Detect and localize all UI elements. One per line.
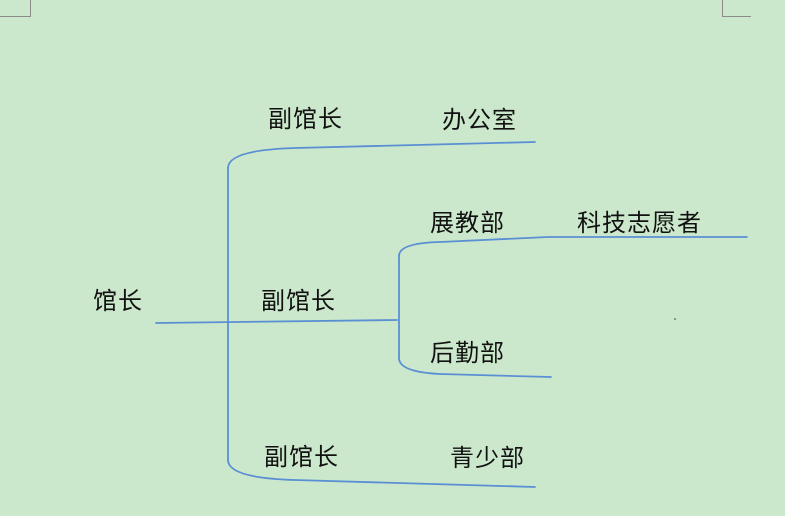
connector-to-logistics [398, 357, 552, 378]
node-youth-dept: 青少部 [450, 444, 525, 472]
node-tech-volunteers: 科技志愿者 [577, 209, 702, 237]
stray-dot [674, 318, 676, 320]
page-corner-mark-top-left [0, 0, 31, 17]
node-deputy-director-2: 副馆长 [261, 287, 336, 315]
node-office: 办公室 [442, 106, 517, 134]
node-deputy-director-1: 副馆长 [268, 105, 343, 133]
connector-deputy-1-to-office [227, 141, 536, 169]
node-logistics-dept: 后勤部 [430, 339, 505, 367]
node-exhibition-education-dept: 展教部 [430, 209, 505, 237]
page-corner-mark-top-right [722, 0, 751, 17]
connector-to-exhibition-education [398, 236, 748, 257]
node-director: 馆长 [93, 287, 143, 315]
connector-deputy-3-to-youth [227, 459, 536, 488]
connector-root-to-deputy-2 [155, 319, 398, 324]
node-deputy-director-3: 副馆长 [264, 443, 339, 471]
